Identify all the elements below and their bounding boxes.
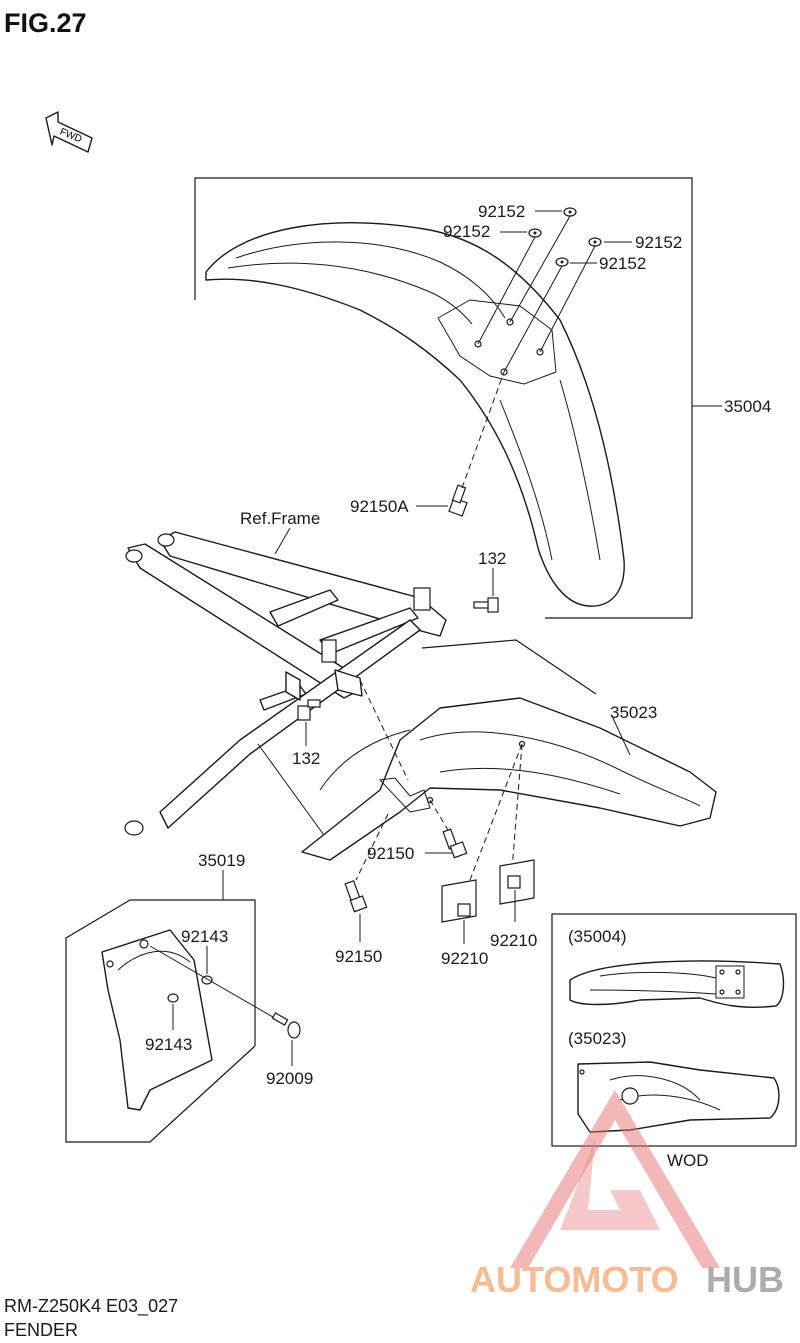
watermark-text: HUB (706, 1259, 784, 1300)
callout-35023: 35023 (610, 703, 657, 722)
callout-132: 132 (478, 549, 506, 568)
bolt-92150-right (442, 828, 468, 859)
mud-flap (101, 929, 213, 1111)
screw-92009 (271, 1012, 301, 1039)
watermark-text: AUTOMOTO (470, 1259, 679, 1300)
washer-92152 (528, 207, 602, 267)
variant-label: WOD (667, 1151, 709, 1170)
inset-label-35023: (35023) (568, 1029, 627, 1048)
frame-subframe (124, 531, 447, 836)
bolt-92150-lower (344, 880, 368, 913)
model-code: RM-Z250K4 E03_027 (4, 1296, 178, 1317)
callout-92152: 92152 (478, 202, 525, 221)
rear-fender-group-box (421, 639, 597, 695)
callout-92009: 92009 (266, 1069, 313, 1088)
mud-flap-group-box (65, 899, 256, 1143)
callout-92152: 92152 (443, 222, 490, 241)
forward-arrow-icon: FWD (45, 111, 93, 153)
variant-inset-box (551, 913, 797, 1147)
screw-92143-bottom (167, 993, 179, 1003)
callout-ref-frame: Ref.Frame (240, 509, 320, 528)
bolt-92150a (448, 484, 468, 517)
callout-92143: 92143 (145, 1035, 192, 1054)
bolt-132-right (473, 597, 499, 613)
section-name: FENDER (4, 1320, 78, 1340)
front-fender (205, 222, 625, 607)
callout-35019: 35019 (198, 851, 245, 870)
callout-92210: 92210 (490, 931, 537, 950)
rear-fender (301, 697, 717, 861)
callout-92152: 92152 (599, 254, 646, 273)
nut-92210-left (441, 879, 477, 923)
nut-92210-right (499, 859, 535, 905)
callout-92152: 92152 (635, 233, 682, 252)
bolt-132-left (297, 699, 321, 721)
callout-132: 132 (292, 749, 320, 768)
callout-35004: 35004 (724, 397, 771, 416)
callout-92143: 92143 (181, 927, 228, 946)
inset-label-35004: (35004) (568, 927, 627, 946)
automotohub-watermark: AUTOMOTO HUB (470, 1090, 784, 1300)
inset-front-fender (569, 960, 785, 1008)
front-fender-group-box (194, 177, 693, 619)
callout-92150a: 92150A (350, 497, 409, 516)
callout-92150: 92150 (335, 947, 382, 966)
callout-92210: 92210 (441, 949, 488, 968)
figure-title: FIG.27 (4, 8, 87, 38)
callout-92150: 92150 (367, 844, 414, 863)
